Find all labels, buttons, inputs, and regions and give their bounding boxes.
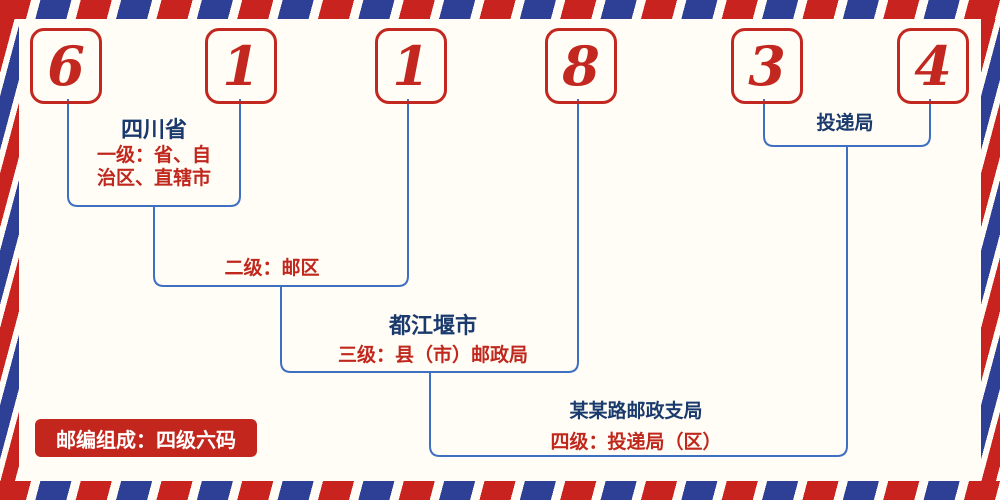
digit-box-5: 3: [731, 28, 803, 104]
level1-line1: 一级：省、自: [96, 144, 211, 166]
airmail-border-bottom: [0, 481, 1000, 500]
level1-line2: 治区、直辖市: [96, 167, 211, 189]
digit-3: 1: [392, 34, 430, 98]
level4-bracket: [429, 146, 848, 457]
airmail-border-top: [0, 0, 1000, 19]
digit-2: 1: [222, 34, 260, 98]
level3-description: 三级：县（市）邮政局: [337, 344, 528, 366]
digit-box-4: 8: [545, 28, 617, 104]
digit-5: 3: [748, 34, 786, 98]
city-name: 都江堰市: [388, 314, 477, 339]
level1-description: 一级：省、自 治区、直辖市: [54, 144, 254, 190]
delivery-office-label: 投递局: [816, 112, 874, 134]
digit-box-6: 4: [897, 28, 969, 104]
digit-box-1: 6: [30, 28, 102, 104]
level2-description: 二级：邮区: [224, 257, 320, 279]
airmail-border-right: [981, 19, 1000, 481]
digit-box-2: 1: [205, 28, 277, 104]
digit-1: 6: [47, 34, 85, 98]
branch-name: 某某路邮政支局: [569, 400, 703, 422]
province-name: 四川省: [120, 118, 187, 143]
airmail-border-left: [0, 19, 19, 481]
level4-description: 四级：投递局（区）: [550, 431, 722, 453]
digit-box-3: 1: [375, 28, 447, 104]
postal-code-composition-badge: 邮编组成：四级六码: [35, 419, 257, 457]
delivery-office-bracket: [763, 99, 931, 147]
digit-4: 8: [562, 34, 600, 98]
digit-6: 4: [914, 34, 952, 98]
